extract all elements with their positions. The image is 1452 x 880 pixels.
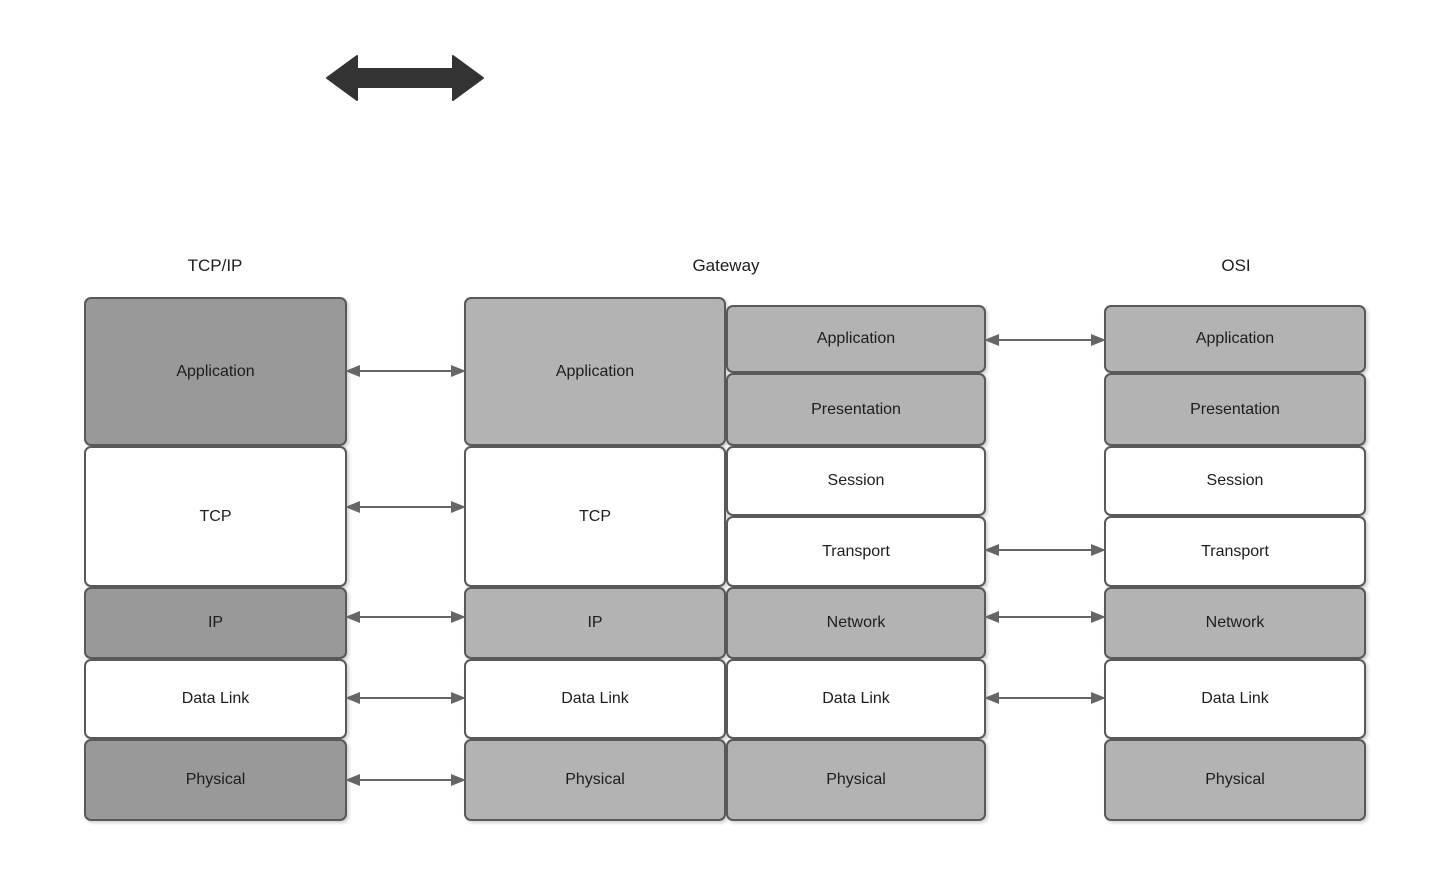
connector-tcpip-gateway-tcp bbox=[345, 498, 466, 516]
tcpip-layer-application: Application bbox=[84, 297, 347, 446]
gateway-right-layer-presentation: Presentation bbox=[726, 373, 986, 446]
gateway-left-layer-ip: IP bbox=[464, 587, 726, 659]
column-title-osi: OSI bbox=[1221, 256, 1251, 275]
connector-tcpip-gateway-data-link bbox=[345, 689, 466, 707]
connector-gateway-osi-transport bbox=[984, 541, 1106, 559]
connector-tcpip-gateway-application bbox=[345, 362, 466, 380]
double-headed-arrow-icon bbox=[323, 52, 487, 104]
osi-layer-physical: Physical bbox=[1104, 739, 1366, 821]
gateway-right-layer-data-link: Data Link bbox=[726, 659, 986, 739]
osi-layer-network: Network bbox=[1104, 587, 1366, 659]
gateway-right-layer-network: Network bbox=[726, 587, 986, 659]
gateway-right-layer-physical: Physical bbox=[726, 739, 986, 821]
gateway-left-layer-application: Application bbox=[464, 297, 726, 446]
osi-layer-transport: Transport bbox=[1104, 516, 1366, 587]
osi-layer-application: Application bbox=[1104, 305, 1366, 373]
gateway-left-layer-data-link: Data Link bbox=[464, 659, 726, 739]
osi-layer-session: Session bbox=[1104, 446, 1366, 516]
gateway-right-layer-application: Application bbox=[726, 305, 986, 373]
column-title-tcpip: TCP/IP bbox=[187, 256, 243, 275]
gateway-left-layer-physical: Physical bbox=[464, 739, 726, 821]
connector-tcpip-gateway-ip bbox=[345, 608, 466, 626]
tcpip-layer-tcp: TCP bbox=[84, 446, 347, 587]
connector-gateway-osi-application bbox=[984, 331, 1106, 349]
gateway-right-layer-transport: Transport bbox=[726, 516, 986, 587]
gateway-left-layer-tcp: TCP bbox=[464, 446, 726, 587]
connector-tcpip-gateway-physical bbox=[345, 771, 466, 789]
osi-layer-data-link: Data Link bbox=[1104, 659, 1366, 739]
tcpip-layer-physical: Physical bbox=[84, 739, 347, 821]
osi-layer-presentation: Presentation bbox=[1104, 373, 1366, 446]
gateway-right-layer-session: Session bbox=[726, 446, 986, 516]
tcpip-layer-ip: IP bbox=[84, 587, 347, 659]
connector-gateway-osi-network bbox=[984, 608, 1106, 626]
connector-gateway-osi-data-link bbox=[984, 689, 1106, 707]
column-title-gateway: Gateway bbox=[692, 256, 760, 275]
tcpip-layer-data-link: Data Link bbox=[84, 659, 347, 739]
